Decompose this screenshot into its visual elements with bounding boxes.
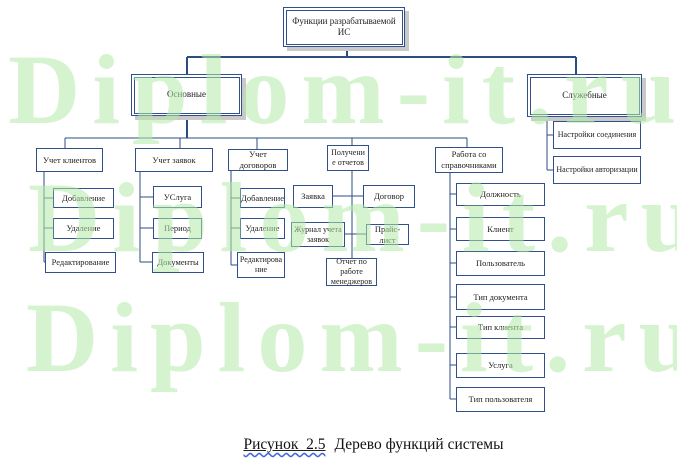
figure-caption-number: Рисунок 2.5 [243, 436, 326, 453]
tree-node-requests-documents: Документы [152, 252, 204, 273]
tree-node-dir-service: Услуга [456, 353, 545, 378]
tree-node-report-request-journal: Журнал учета заявок [291, 222, 345, 247]
tree-node-authorization-settings: Настройки авторизации [553, 156, 641, 184]
tree-node-dir-user-type: Тип пользователя [456, 387, 545, 412]
tree-node-clients-add: Добавление [53, 188, 114, 208]
tree-node-clients-edit: Редактирование [45, 252, 116, 273]
tree-node-dir-client: Клиент [456, 217, 545, 241]
tree-node-clients-delete: Удаление [53, 218, 114, 239]
tree-node-service-functions: Служебные [527, 74, 642, 117]
tree-node-requests-service: УСлуга [153, 186, 202, 208]
tree-node-directories: Работа со справочниками [435, 147, 503, 173]
tree-node-main-functions: Основные [131, 74, 242, 116]
tree-node-client-accounting: Учет клиентов [36, 148, 103, 172]
tree-node-contracts-edit: Редактирова ние [237, 252, 285, 278]
tree-node-dir-client-type: Тип клиента [456, 316, 545, 339]
tree-node-contract-accounting: Учет договоров [228, 149, 288, 171]
tree-node-contracts-delete: Удаление [240, 218, 285, 239]
tree-node-connection-settings: Настройки соединения [553, 121, 641, 149]
tree-node-requests-period: Период [153, 218, 202, 239]
tree-node-report-generation: Получени е отчетов [327, 145, 369, 171]
figure-caption-title: Дерево функций системы [334, 436, 504, 453]
figure-caption: Рисунок 2.5 Дерево функций системы [0, 435, 677, 455]
tree-node-report-contract: Договор [363, 185, 415, 208]
tree-node-request-accounting: Учет заявок [135, 148, 213, 172]
tree-node-dir-document-type: Тип документа [456, 284, 545, 310]
tree-node-dir-position: Должность [456, 183, 545, 206]
tree-node-contracts-add: Добавление [240, 188, 285, 208]
tree-node-report-request: Заявка [293, 185, 333, 208]
tree-node-report-managers: Отчет по работе менеджеров [326, 257, 377, 286]
tree-node-dir-user: Пользователь [456, 251, 545, 276]
tree-node-report-price-list: Прайс-лист [366, 224, 409, 245]
tree-node-root: Функции разрабатываемой ИС [283, 7, 405, 47]
